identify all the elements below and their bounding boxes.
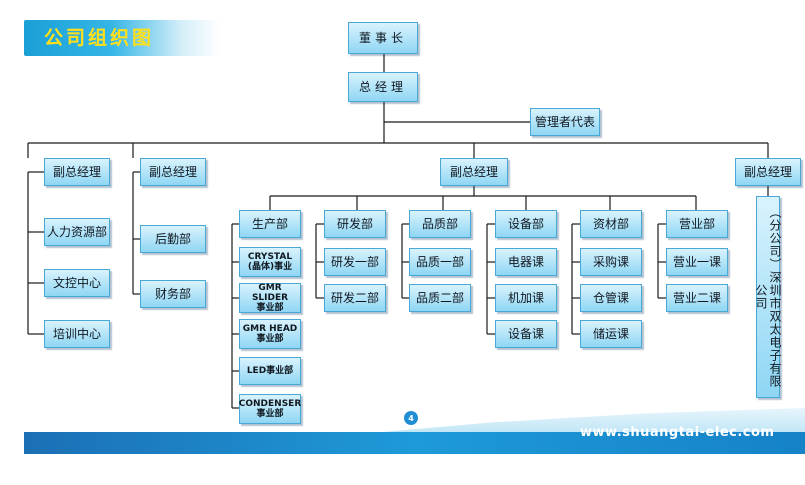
dept-training: 培训中心 <box>44 320 110 348</box>
unit-shipping: 储运课 <box>580 320 642 348</box>
dept-materials: 资材部 <box>580 210 642 238</box>
dept-doc-control: 文控中心 <box>44 269 110 297</box>
unit-equipment: 设备课 <box>495 320 557 348</box>
unit-gmr-head: GMR HEAD 事业部 <box>239 319 301 349</box>
page-title: 公司组织图 <box>44 27 155 49</box>
unit-rd-2: 研发二部 <box>324 284 386 312</box>
dept-finance: 财务部 <box>140 280 206 308</box>
unit-condenser: CONDENSER 事业部 <box>239 394 301 424</box>
dept-equipment: 设备部 <box>495 210 557 238</box>
vp2-box: 副总经理 <box>140 158 206 186</box>
dept-production: 生产部 <box>239 210 301 238</box>
chairman-box: 董事长 <box>348 22 418 54</box>
unit-quality-1: 品质一部 <box>409 248 471 276</box>
unit-led: LED事业部 <box>239 357 301 385</box>
vp1-box: 副总经理 <box>44 158 110 186</box>
website-url[interactable]: www.shuangtai-elec.com <box>580 425 775 440</box>
dept-sales: 营业部 <box>666 210 728 238</box>
unit-sales-2: 营业二课 <box>666 284 728 312</box>
vp4-box: 副总经理 <box>735 158 801 186</box>
unit-gmr-slider-label: GMR SLIDER 事业部 <box>251 283 289 313</box>
unit-quality-2: 品质二部 <box>409 284 471 312</box>
unit-crystal-label: CRYSTAL (晶体)事业 <box>247 252 293 272</box>
management-rep-box: 管理者代表 <box>530 108 600 136</box>
unit-electrical: 电器课 <box>495 248 557 276</box>
dept-rd: 研发部 <box>324 210 386 238</box>
unit-condenser-label: CONDENSER 事业部 <box>238 399 302 419</box>
unit-rd-1: 研发一部 <box>324 248 386 276</box>
unit-warehouse: 仓管课 <box>580 284 642 312</box>
dept-hr: 人力资源部 <box>44 218 110 246</box>
dept-logistics: 后勤部 <box>140 225 206 253</box>
unit-sales-1: 营业一课 <box>666 248 728 276</box>
unit-crystal: CRYSTAL (晶体)事业 <box>239 247 301 277</box>
page-number-badge: 4 <box>404 411 418 425</box>
unit-gmr-slider: GMR SLIDER 事业部 <box>239 283 301 313</box>
unit-gmr-head-label: GMR HEAD 事业部 <box>242 324 298 344</box>
dept-quality: 品质部 <box>409 210 471 238</box>
footer-bar <box>24 432 805 454</box>
branch-company-box: （分公司）深圳市双太电子有限公司 <box>754 196 782 398</box>
unit-machining: 机加课 <box>495 284 557 312</box>
unit-purchasing: 采购课 <box>580 248 642 276</box>
general-manager-box: 总经理 <box>348 72 418 102</box>
vp3-box: 副总经理 <box>440 158 508 186</box>
unit-led-label: LED事业部 <box>246 366 294 376</box>
title-banner <box>24 20 220 56</box>
